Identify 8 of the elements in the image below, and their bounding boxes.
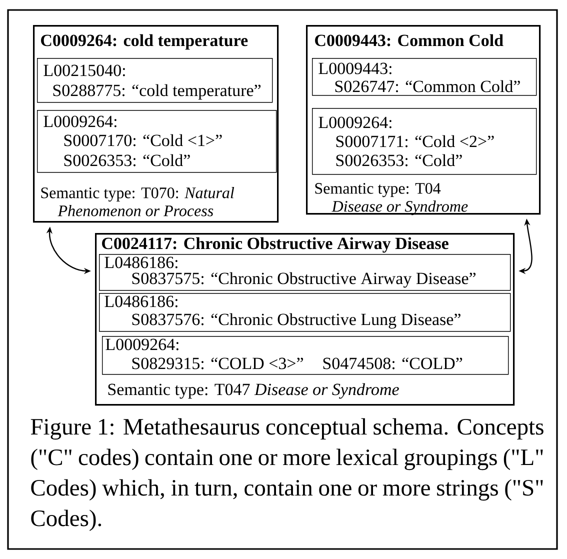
lexical-group-box: L0009443: S026747: “Common Cold” bbox=[312, 58, 537, 96]
lexical-group-box: L0486186: S0837575: “Chronic Obstructive Airway Disease” bbox=[99, 254, 511, 291]
lexical-group-box: L00215040: S0288775: “cold temperature” bbox=[37, 58, 273, 103]
lexical-group-box: L0009264: S0007171: “Cold <2>” S0026353: “Cold” bbox=[312, 108, 537, 175]
lexical-group-box: L0486186: S0837576: “Chronic Obstructive Lung Disease” bbox=[99, 293, 511, 332]
lexical-group-box: L0009264: S0007170: “Cold <1>” S0026353: “Cold” bbox=[37, 110, 277, 173]
caption: Figure 1: Metathesaurus conceptual schema. Concepts ("C" codes) contain one or more lexical groupings ("L" Codes) which, in turn, contain one or more strings ("S" Codes). bbox=[30, 418, 544, 532]
lexical-group-box: L0009264: S0829315: “COLD <3>” S0474508: “COLD” bbox=[102, 336, 509, 375]
